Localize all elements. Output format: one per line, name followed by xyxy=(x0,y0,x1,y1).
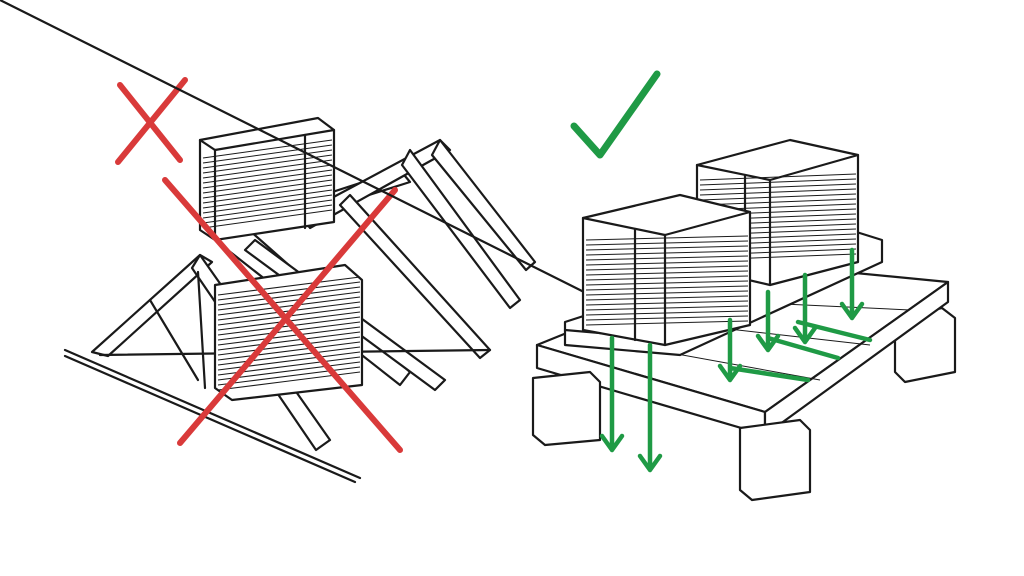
shingle-layer-line xyxy=(217,276,361,296)
right-panel xyxy=(0,0,957,502)
concrete-block-front-right xyxy=(738,418,812,502)
shingle-layer-line xyxy=(202,209,333,229)
shingle-layer-line xyxy=(585,315,749,321)
shingle-layer-line xyxy=(202,164,333,184)
shingle-layer-line xyxy=(217,296,361,316)
shingle-layer-line xyxy=(585,285,749,291)
shingle-layer-line xyxy=(585,250,749,256)
shingle-layer-line xyxy=(699,183,857,191)
concrete-block-front-left xyxy=(531,370,602,447)
shingle-layer-line xyxy=(585,310,749,316)
shingle-layer-line xyxy=(585,260,749,266)
shingle-layer-line xyxy=(699,193,857,201)
shingle-layer-line xyxy=(202,149,333,169)
shingle-layer-line xyxy=(217,346,361,366)
green-check-icon xyxy=(570,70,661,159)
red-x-icon xyxy=(115,77,188,165)
shingle-layer-line xyxy=(585,280,749,286)
shingle-stack-upper xyxy=(198,116,336,242)
shingle-layer-line xyxy=(217,366,361,386)
shingle-layer-line xyxy=(585,300,749,306)
shingle-layer-line xyxy=(217,321,361,341)
shingle-layer-line xyxy=(585,270,749,276)
shingle-layer-line xyxy=(585,255,749,261)
shingle-layer-line xyxy=(585,265,749,271)
shingle-layer-line xyxy=(202,154,333,174)
shingle-stack-front xyxy=(581,193,752,347)
shingle-layer-line xyxy=(217,341,361,361)
shingle-layer-line xyxy=(217,331,361,351)
shingle-layer-line xyxy=(585,290,749,296)
shingle-layer-line xyxy=(585,275,749,281)
shingle-layer-line xyxy=(699,188,857,196)
shingle-layer-line xyxy=(202,139,333,159)
shingle-layer-line xyxy=(202,199,333,219)
shingle-layer-line xyxy=(202,189,333,209)
load-arrows xyxy=(599,247,873,473)
shingle-layer-line xyxy=(217,286,361,306)
shingle-layer-line xyxy=(202,194,333,214)
shingle-layer-line xyxy=(202,169,333,189)
shingle-layer-line xyxy=(699,198,857,206)
shingle-layer-line xyxy=(217,336,361,356)
shingle-layer-line xyxy=(699,173,857,181)
shingle-layer-line xyxy=(217,361,361,381)
shingle-layer-line xyxy=(217,281,361,301)
shingle-layer-line xyxy=(217,291,361,311)
shingle-layer-line xyxy=(585,240,749,246)
shingle-layer-line xyxy=(202,159,333,179)
wrong-panel xyxy=(63,77,537,484)
shingle-layer-line xyxy=(202,144,333,164)
shingle-layer-line xyxy=(699,178,857,186)
large-red-cross-out xyxy=(162,177,403,453)
shingle-layer-line xyxy=(202,204,333,224)
shingle-layer-line xyxy=(217,326,361,346)
shingle-layer-line xyxy=(585,295,749,301)
shingle-layer-line xyxy=(585,305,749,311)
shingle-layer-line xyxy=(202,184,333,204)
shingle-layer-line xyxy=(585,320,749,326)
shingle-layer-line xyxy=(585,245,749,251)
shingle-layer-line xyxy=(202,174,333,194)
shingle-layer-line xyxy=(585,235,749,241)
shingle-layer-line xyxy=(202,179,333,199)
